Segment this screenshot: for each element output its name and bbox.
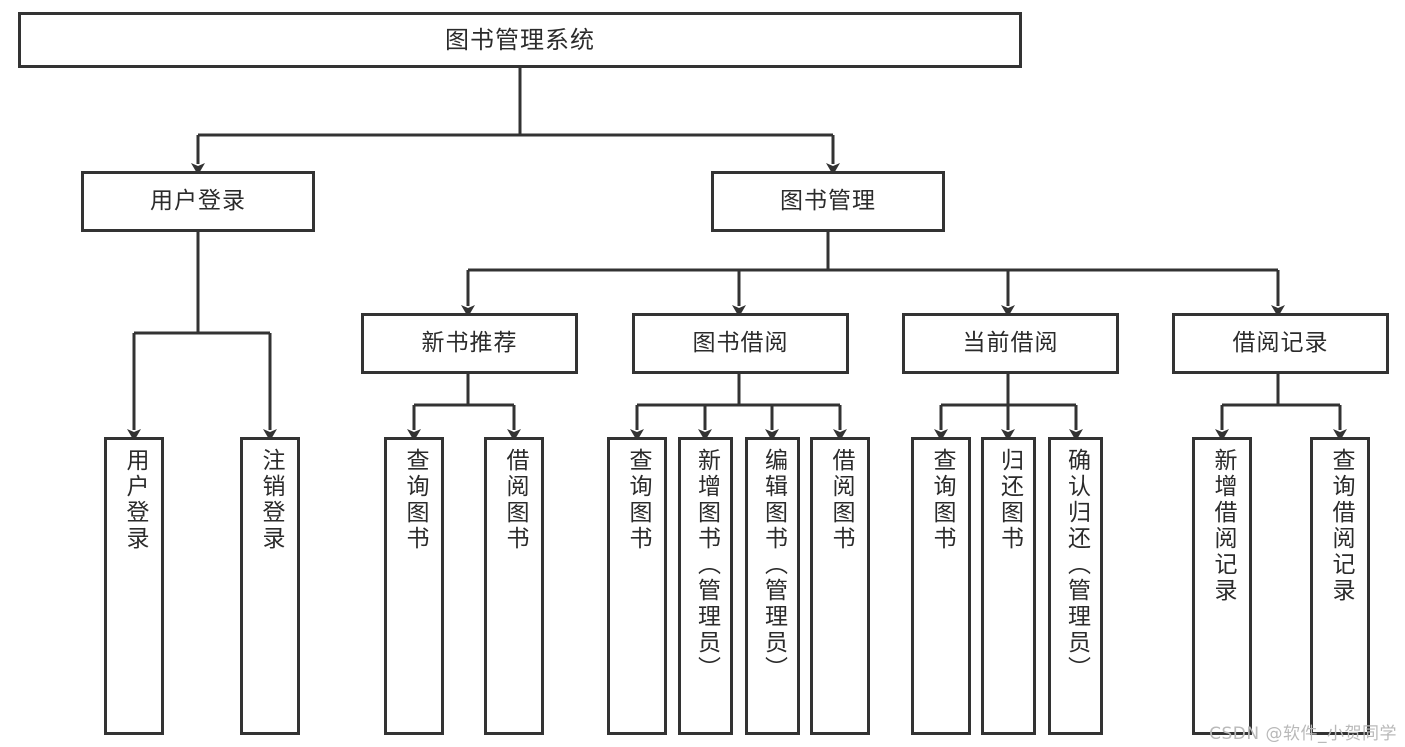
node-root-book-management-system[interactable]: 图书管理系统 (18, 12, 1022, 68)
leaf-current-confirm-return-admin[interactable]: 确认归还（管理员） (1048, 437, 1103, 735)
leaf-current-return-book[interactable]: 归还图书 (981, 437, 1036, 735)
node-label: 新书推荐 (421, 329, 518, 356)
node-book-management[interactable]: 图书管理 (711, 171, 945, 232)
node-borrow-records[interactable]: 借阅记录 (1172, 313, 1389, 374)
leaf-records-query-record[interactable]: 查询借阅记录 (1310, 437, 1370, 735)
leaf-borrow-borrow-book[interactable]: 借阅图书 (810, 437, 870, 735)
leaf-new-book-query[interactable]: 查询图书 (384, 437, 444, 735)
leaf-label: 查询借阅记录 (1327, 448, 1354, 604)
node-label: 借阅记录 (1232, 329, 1329, 356)
leaf-label: 查询图书 (624, 448, 651, 552)
leaf-user-login-logout[interactable]: 注销登录 (240, 437, 300, 735)
leaf-label: 编辑图书（管理员） (760, 448, 787, 682)
node-current-borrow[interactable]: 当前借阅 (902, 313, 1119, 374)
leaf-borrow-add-book-admin[interactable]: 新增图书（管理员） (678, 437, 733, 735)
leaf-label: 查询图书 (928, 448, 955, 552)
leaf-label: 借阅图书 (827, 448, 854, 552)
watermark-text: CSDN @软件_小贺同学 (1209, 724, 1397, 744)
leaf-label: 归还图书 (996, 448, 1023, 552)
leaf-label: 借阅图书 (501, 448, 528, 552)
leaf-user-login-login[interactable]: 用户登录 (104, 437, 164, 735)
node-label: 用户登录 (150, 187, 246, 214)
node-label: 当前借阅 (962, 329, 1059, 356)
node-user-login[interactable]: 用户登录 (81, 171, 315, 232)
leaf-label: 查询图书 (401, 448, 428, 552)
leaf-label: 新增借阅记录 (1209, 448, 1236, 604)
leaf-label: 确认归还（管理员） (1063, 448, 1090, 682)
leaf-borrow-query-book[interactable]: 查询图书 (607, 437, 667, 735)
leaf-label: 用户登录 (121, 448, 148, 552)
node-new-book-recommend[interactable]: 新书推荐 (361, 313, 578, 374)
leaf-new-book-borrow[interactable]: 借阅图书 (484, 437, 544, 735)
leaf-borrow-edit-book-admin[interactable]: 编辑图书（管理员） (745, 437, 800, 735)
node-label: 图书管理 (780, 187, 876, 214)
leaf-label: 注销登录 (257, 448, 284, 552)
node-label: 图书管理系统 (445, 25, 595, 54)
leaf-records-add-record[interactable]: 新增借阅记录 (1192, 437, 1252, 735)
leaf-label: 新增图书（管理员） (693, 448, 720, 682)
node-book-borrow[interactable]: 图书借阅 (632, 313, 849, 374)
leaf-current-query-book[interactable]: 查询图书 (911, 437, 971, 735)
node-label: 图书借阅 (692, 329, 789, 356)
